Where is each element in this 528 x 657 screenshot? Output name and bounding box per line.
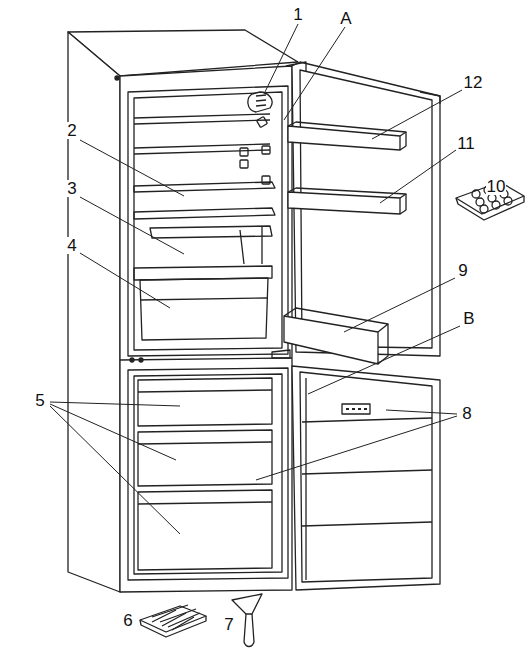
callout-number: 1: [292, 6, 303, 23]
callout-number: 7: [223, 616, 234, 633]
callout-number: B: [462, 310, 475, 327]
callout-number: 12: [463, 74, 484, 91]
callout-number: A: [339, 10, 352, 27]
callout-number: 9: [457, 262, 468, 279]
callout-number: 4: [66, 237, 77, 254]
callout-number: 5: [34, 392, 45, 409]
callout-number: 8: [461, 405, 472, 422]
callout-number: 2: [66, 122, 77, 139]
callout-number: 11: [456, 135, 476, 152]
callout-number: 10: [486, 178, 507, 195]
callout-number: 6: [122, 612, 133, 629]
callout-number: 3: [66, 180, 77, 197]
